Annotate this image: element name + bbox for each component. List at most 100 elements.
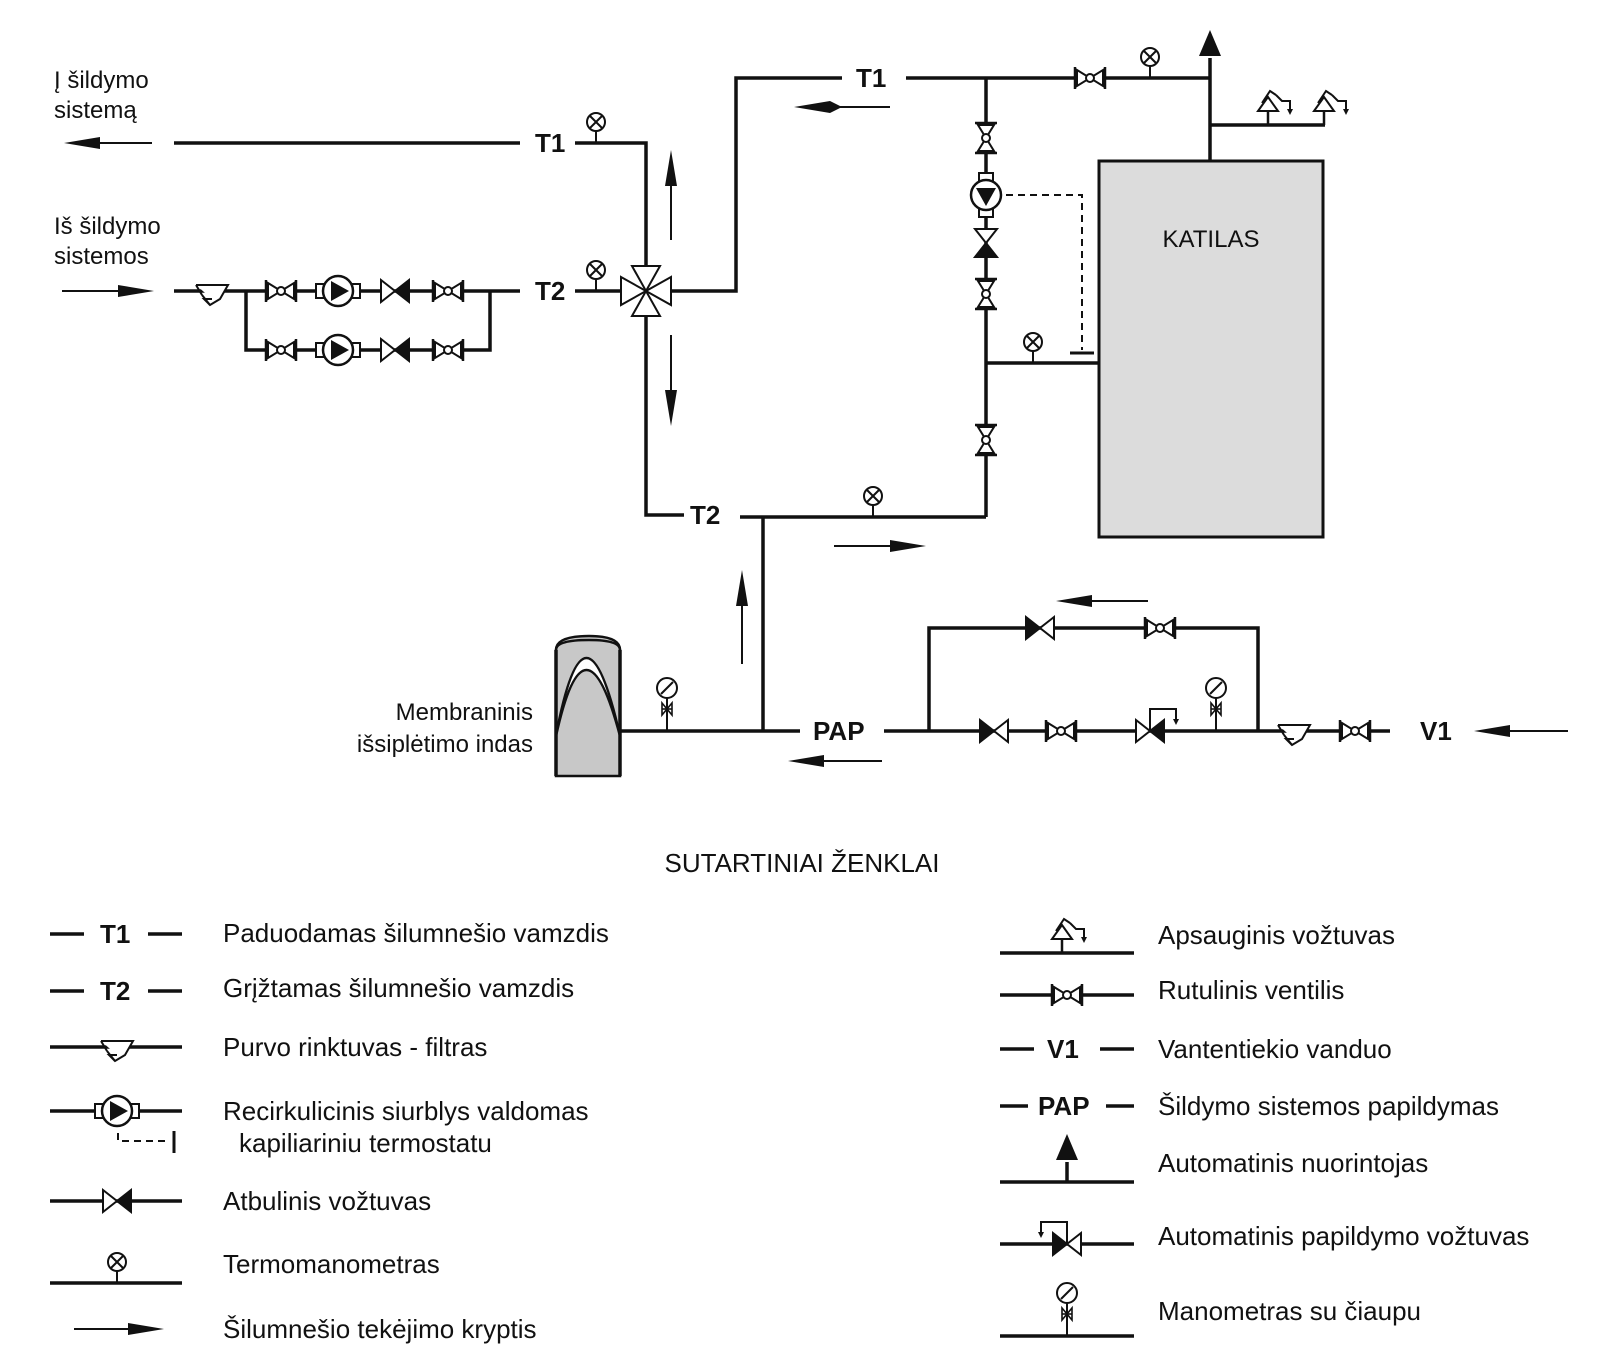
- to-system-label-1: Į šildymo: [54, 67, 149, 94]
- manometer-tap-icon: [656, 677, 678, 732]
- thermomanometer-icon: [1140, 47, 1160, 79]
- legend-left-text-6: Termomanometras: [223, 1249, 440, 1279]
- ball-valve-icon: [264, 278, 298, 304]
- legend-air-vent: [1000, 1134, 1134, 1184]
- legend-fill-valve: [1000, 1221, 1134, 1256]
- check-valve-icon: [974, 228, 998, 258]
- legend-right-text-6: Automatinis papildymo vožtuvas: [1158, 1221, 1529, 1251]
- legend-thermomanometer: [50, 1252, 182, 1285]
- flow-arrow-icon: [665, 335, 677, 426]
- ball-valve-icon: [431, 337, 465, 363]
- thermomanometer-icon: [586, 260, 606, 292]
- to-system-label-2: sistemą: [54, 97, 137, 124]
- vessel-label-1: Membraninis: [396, 699, 533, 726]
- pump-icon: [969, 171, 1003, 219]
- check-valve-icon: [380, 338, 410, 362]
- pump-icon: [93, 1094, 141, 1128]
- pump-branch-lower: [244, 291, 492, 352]
- ball-valve-icon: [1073, 65, 1107, 91]
- flow-arrow-icon: [62, 285, 154, 297]
- strainer-icon: [1277, 724, 1311, 746]
- ball-valve-icon: [1044, 718, 1078, 744]
- makeup-bypass-pipe: [927, 626, 1260, 731]
- safety-valve-icon: [1050, 917, 1089, 955]
- legend-left-text-5: Atbulinis vožtuvas: [223, 1186, 431, 1216]
- ball-valve-icon: [975, 123, 997, 153]
- vessel-label-2: išsiplėtimo indas: [357, 731, 533, 758]
- legend-right-text-7: Manometras su čiaupu: [1158, 1296, 1421, 1326]
- legend-left-text-2: Grįžtamas šilumnešio vamzdis: [223, 973, 574, 1003]
- flow-arrow-icon: [64, 137, 152, 149]
- v1-label: V1: [1420, 716, 1452, 746]
- check-valve-icon: [1025, 616, 1055, 640]
- legend-pap: PAP: [1000, 1091, 1134, 1121]
- t2-label-left: T2: [535, 276, 565, 306]
- legend-flow-arrow: [74, 1323, 164, 1335]
- legend-t1: T1: [50, 919, 182, 949]
- svg-text:T2: T2: [100, 976, 130, 1006]
- t1-riser: [575, 141, 648, 265]
- fill-valve-icon: [1037, 1221, 1082, 1256]
- flow-arrow-icon: [736, 570, 748, 664]
- t2-label-boiler: T2: [690, 500, 720, 530]
- legend-left-text-3: Purvo rinktuvas - filtras: [223, 1032, 487, 1062]
- legend-left-text-1: Paduodamas šilumnešio vamzdis: [223, 918, 609, 948]
- t1-boiler-link: [671, 76, 842, 293]
- legend-safety-valve: [1000, 917, 1134, 955]
- legend-right-text-5: Automatinis nuorintojas: [1158, 1148, 1428, 1178]
- t2-downcomer: [644, 316, 684, 517]
- legend-t2: T2: [50, 976, 182, 1006]
- legend-right-text-4: Šildymo sistemos papildymas: [1158, 1091, 1499, 1121]
- legend-ball-valve: [1000, 982, 1134, 1008]
- boiler: [1097, 159, 1325, 539]
- ball-valve-icon: [1050, 982, 1084, 1008]
- legend-left-text-7: Šilumnešio tekėjimo kryptis: [223, 1314, 537, 1344]
- ball-valve-icon: [1338, 718, 1372, 744]
- expansion-vessel: [554, 634, 622, 778]
- check-valve-icon: [979, 719, 1009, 743]
- strainer-icon: [100, 1040, 134, 1062]
- manometer-tap-icon: [1205, 677, 1227, 732]
- thermomanometer-icon: [107, 1252, 127, 1284]
- check-valve-icon: [102, 1189, 132, 1213]
- legend-right-text-3: Vantentiekio vanduo: [1158, 1034, 1392, 1064]
- ball-valve-icon: [431, 278, 465, 304]
- svg-text:V1: V1: [1047, 1034, 1079, 1064]
- from-system-label-1: Iš šildymo: [54, 213, 161, 240]
- ball-valve-icon: [975, 425, 997, 455]
- thermomanometer-icon: [1023, 332, 1043, 364]
- thermomanometer-icon: [863, 486, 883, 518]
- air-vent-icon: [1199, 30, 1221, 78]
- svg-text:T1: T1: [100, 919, 130, 949]
- pump-icon: [314, 333, 362, 367]
- legend-check-valve: [50, 1189, 182, 1213]
- check-valve-icon: [380, 279, 410, 303]
- legend-left-text-4: Recirkulicinis siurblys valdomas: [223, 1096, 589, 1126]
- legend-left-text-4b: kapiliariniu termostatu: [239, 1128, 492, 1158]
- legend-right-text-1: Apsauginis vožtuvas: [1158, 920, 1395, 950]
- strainer-icon: [195, 284, 229, 306]
- ball-valve-icon: [1143, 615, 1177, 641]
- t1-label-left: T1: [535, 128, 565, 158]
- flow-arrow-icon: [834, 540, 926, 552]
- legend-right-text-2: Rutulinis ventilis: [1158, 975, 1344, 1005]
- manometer-tap-icon: [1056, 1282, 1078, 1337]
- svg-text:PAP: PAP: [1038, 1091, 1090, 1121]
- t1-label-boiler: T1: [856, 63, 886, 93]
- flow-arrow-icon: [1056, 595, 1148, 607]
- pump-icon: [314, 274, 362, 308]
- thermomanometer-icon: [586, 112, 606, 144]
- from-system-label-2: sistemos: [54, 243, 149, 270]
- ball-valve-icon: [264, 337, 298, 363]
- safety-valve-icon: [1312, 89, 1351, 127]
- legend-title: SUTARTINIAI ŽENKLAI: [665, 848, 940, 878]
- capillary-line: [1006, 194, 1083, 350]
- flow-arrow-icon: [665, 150, 677, 240]
- legend-pump: [50, 1094, 182, 1153]
- legend-v1: V1: [1000, 1034, 1134, 1064]
- flow-arrow-icon: [1474, 725, 1568, 737]
- pap-label: PAP: [813, 716, 865, 746]
- legend-strainer: [50, 1040, 182, 1062]
- mixing-valve-icon: [620, 265, 672, 317]
